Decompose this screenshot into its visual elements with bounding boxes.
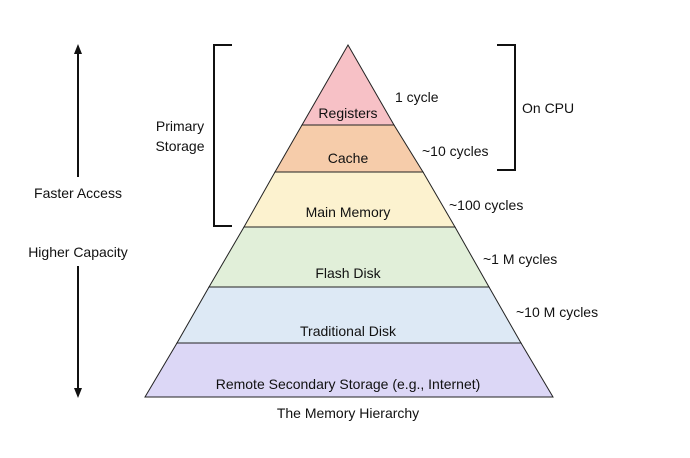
latency-flash-disk: ~1 M cycles [483, 251, 557, 267]
access-capacity-arrow [74, 44, 82, 398]
tier-label-flash-disk: Flash Disk [315, 265, 381, 281]
on-cpu-label: On CPU [522, 100, 574, 116]
diagram-title: The Memory Hierarchy [277, 405, 419, 421]
latency-cache: ~10 cycles [422, 143, 489, 159]
tier-remote-storage [144, 342, 554, 398]
higher-capacity-label: Higher Capacity [28, 244, 128, 260]
pyramid [144, 43, 554, 398]
arrow-head-down-icon [74, 388, 82, 398]
on-cpu-bracket [497, 44, 516, 171]
primary-storage-bracket [213, 44, 232, 227]
tier-label-traditional-disk: Traditional Disk [300, 323, 397, 339]
tier-label-registers: Registers [318, 105, 377, 121]
primary-storage-label-line2: Storage [155, 138, 204, 154]
tier-label-main-memory: Main Memory [306, 204, 391, 220]
tier-label-cache: Cache [328, 150, 369, 166]
faster-access-label: Faster Access [34, 185, 122, 201]
latency-main-memory: ~100 cycles [449, 197, 523, 213]
latency-traditional-disk: ~10 M cycles [516, 304, 598, 320]
tier-label-remote-storage: Remote Secondary Storage (e.g., Internet… [216, 376, 481, 392]
primary-storage-label-line1: Primary [156, 118, 204, 134]
latency-registers: 1 cycle [395, 89, 439, 105]
arrow-head-up-icon [74, 44, 82, 54]
